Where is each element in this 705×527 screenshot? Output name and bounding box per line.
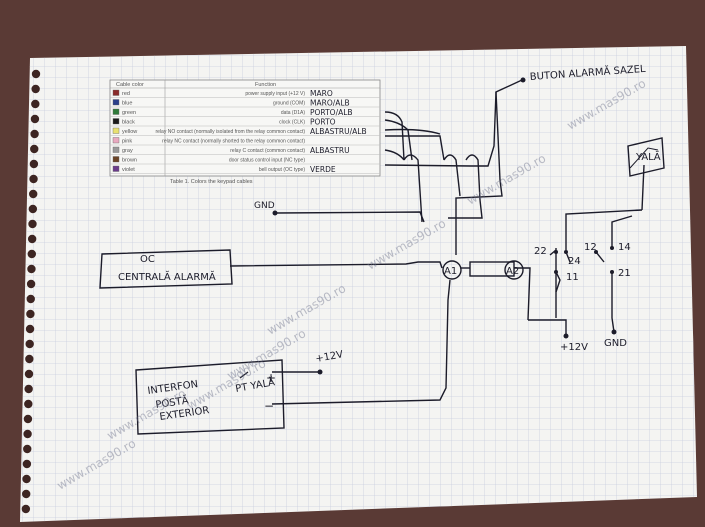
centrala-alarma-box: OC CENTRALĂ ALARMĂ (99, 249, 233, 289)
table-cell-function: door status control input (NC type) (229, 158, 305, 164)
color-swatch (112, 108, 120, 115)
color-swatch (112, 137, 120, 144)
a1-label: A1 (444, 266, 457, 277)
yala-box-label: YALĂ (635, 150, 661, 163)
spiral-holes (21, 69, 41, 514)
pin-12-label: 12 (584, 242, 597, 253)
table-cell-function: data (D1A) (281, 110, 306, 116)
plus-sign: + (266, 371, 276, 385)
color-swatch (112, 156, 120, 163)
color-swatch (112, 118, 120, 125)
spiral-hole (22, 459, 32, 469)
spiral-hole (26, 279, 36, 289)
gnd-top-label: GND (254, 201, 275, 211)
table-cell-color: gray (122, 148, 133, 154)
spiral-hole (28, 204, 38, 214)
table-caption: Table 1. Colors the keypad cables (170, 179, 253, 185)
spiral-hole (29, 159, 39, 169)
spiral-hole (27, 249, 36, 259)
spiral-hole (22, 489, 31, 499)
table-cell-function: relay NO contact (normally isolated from… (156, 129, 306, 135)
table-cell-color: green (122, 110, 136, 116)
spiral-hole (28, 219, 37, 229)
spiral-hole (30, 144, 39, 154)
pin-22-label: 22 (534, 246, 547, 257)
spiral-hole (21, 504, 31, 514)
oc-label: OC (140, 254, 155, 265)
spiral-hole (24, 384, 33, 394)
handwritten-note: VERDE (310, 165, 336, 174)
table-cell-function: relay NC contact (normally shorted to th… (162, 139, 305, 145)
relay-coil-a2: A2 (504, 260, 524, 280)
table-cell-color: violet (122, 167, 135, 173)
relay-coil-a1: A1 (442, 260, 462, 280)
spiral-hole (23, 429, 32, 439)
table-cell-color: brown (122, 158, 137, 164)
pin-11-label: 11 (566, 272, 579, 283)
spiral-hole (31, 99, 40, 109)
color-swatch (112, 99, 120, 106)
spiral-hole (26, 294, 35, 304)
table-cell-color: pink (122, 139, 132, 145)
spiral-hole (24, 369, 34, 379)
table-cell-function: ground (COM) (273, 101, 305, 107)
color-swatch (112, 146, 120, 153)
spiral-hole (25, 339, 34, 349)
cable-color-table: Cable color Function red power supply inp… (109, 79, 381, 185)
handwritten-note: PORTO (310, 118, 336, 127)
spiral-hole (23, 414, 33, 424)
minus-sign: − (264, 399, 274, 413)
plus12-left-label: +12V (315, 349, 345, 365)
spiral-hole (25, 354, 34, 364)
handwritten-note: ALBASTRU/ALB (310, 127, 367, 136)
spiral-hole (27, 264, 36, 274)
table-header-function: Function (255, 82, 276, 88)
table-cell-color: blue (122, 101, 132, 107)
pin-24-label: 24 (568, 256, 581, 267)
spiral-hole (26, 309, 35, 319)
spiral-hole (25, 324, 35, 334)
spiral-hole (31, 69, 41, 79)
spiral-hole (31, 84, 40, 94)
centrala-label: CENTRALĂ ALARMĂ (118, 270, 216, 283)
a2-label: A2 (506, 266, 519, 277)
table-cell-color: black (122, 120, 135, 126)
gnd-right-label: GND (604, 338, 627, 349)
color-swatch (112, 165, 120, 172)
pin-14-label: 14 (618, 242, 631, 253)
color-swatch (112, 89, 120, 96)
handwritten-note: ALBASTRU (310, 146, 350, 155)
table-cell-function: power supply input (+12 V) (245, 91, 305, 97)
spiral-hole (30, 129, 39, 139)
terminal-dots (272, 77, 617, 375)
spiral-hole (30, 114, 40, 124)
color-swatch (112, 127, 120, 134)
table-cell-function: relay C contact (common contact) (230, 148, 305, 154)
table-cell-function: bell output (OC type) (259, 167, 305, 173)
handwritten-note: PORTO/ALB (310, 108, 353, 117)
table-cell-color: red (122, 91, 130, 97)
table-cell-function: clock (CLK) (279, 120, 305, 126)
table-cell-color: yellow (122, 129, 137, 135)
table-header-cable-color: Cable color (116, 82, 144, 88)
spiral-hole (22, 474, 31, 484)
pin-21-label: 21 (618, 268, 631, 279)
spiral-hole (29, 174, 38, 184)
spiral-hole (23, 444, 32, 454)
wiring (229, 79, 645, 405)
handwritten-note: MARO/ALB (310, 99, 350, 108)
spiral-hole (27, 234, 37, 244)
yala-box: YALĂ (627, 137, 665, 177)
plus12-right-label: +12V (560, 342, 588, 353)
handwritten-note: MARO (310, 89, 333, 98)
spiral-hole (29, 189, 38, 199)
spiral-hole (24, 399, 33, 409)
